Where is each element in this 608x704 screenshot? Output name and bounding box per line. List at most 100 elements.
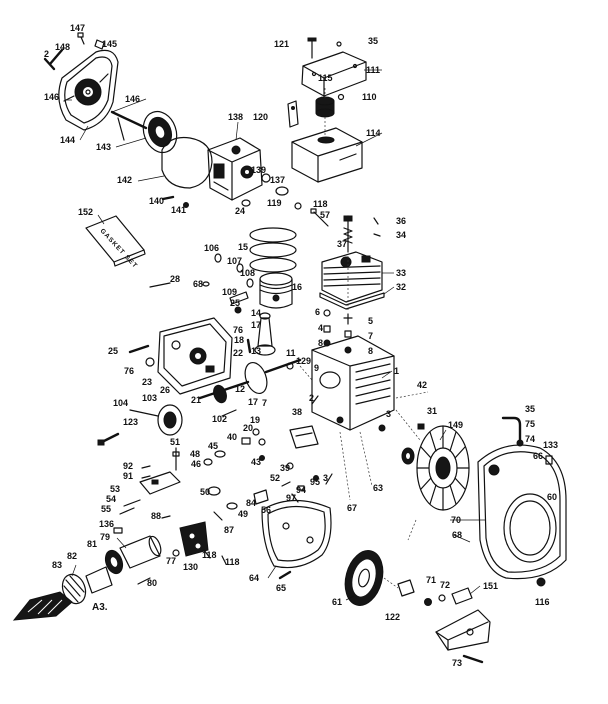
crankcase (311, 335, 395, 431)
callout-110: 110 (362, 92, 377, 102)
callout-147: 147 (70, 23, 85, 33)
callout-75: 75 (525, 419, 535, 429)
callout-50: 50 (200, 487, 210, 497)
fuel-tank-cover (301, 37, 367, 97)
flywheel-key-and-nut (401, 447, 415, 465)
callout-11: 11 (286, 348, 296, 358)
callout-103: 103 (142, 393, 157, 403)
callout-77: 77 (166, 556, 176, 566)
carburetor-small-parts (161, 173, 329, 227)
carburetor-gasket (161, 136, 213, 189)
callout-17: 17 (248, 397, 258, 407)
callout-20: 20 (243, 423, 253, 433)
gasket-set-label: GASKET SET (99, 228, 139, 270)
callout-73: 73 (452, 658, 462, 668)
starter-cup (344, 550, 384, 606)
callout-121: 121 (274, 39, 289, 49)
callout-7: 7 (262, 398, 267, 408)
callout-95: 95 (310, 477, 320, 487)
callout-122: 122 (385, 612, 400, 622)
cover-screw (128, 344, 155, 367)
leader-lines (66, 69, 486, 601)
callout-23: 23 (142, 377, 152, 387)
callout-5: 5 (368, 316, 373, 326)
callout-102: 102 (212, 414, 227, 424)
callout-35: 35 (525, 404, 535, 414)
base-plate (261, 499, 332, 580)
connecting-rod (246, 312, 276, 356)
blower-housing (477, 444, 567, 580)
callout-32: 32 (396, 282, 406, 292)
callout-49: 49 (238, 509, 248, 519)
callout-7: 7 (368, 331, 373, 341)
carburetor (207, 137, 263, 201)
callout-17: 17 (251, 320, 261, 330)
flywheel (416, 425, 470, 511)
callout-97: 97 (286, 493, 296, 503)
callout-37: 37 (337, 239, 347, 249)
callout-129: 129 (296, 356, 311, 366)
crankcase-cover (157, 317, 233, 395)
gasket-set-package: GASKET SET (85, 215, 146, 270)
piston (259, 272, 293, 309)
callout-39: 39 (280, 463, 290, 473)
starter-pulley (142, 110, 178, 154)
callout-104: 104 (113, 398, 128, 408)
callout-137: 137 (270, 175, 285, 185)
callout-12: 12 (235, 384, 245, 394)
callout-84: 84 (246, 498, 256, 508)
callout-115: 115 (318, 73, 333, 83)
callout-142: 142 (117, 175, 132, 185)
callout-118: 118 (313, 199, 328, 209)
callout-141: 141 (171, 205, 186, 215)
callout-76: 76 (233, 325, 243, 335)
callout-25: 25 (108, 346, 118, 356)
callout-87: 87 (224, 525, 234, 535)
callout-151: 151 (483, 581, 498, 591)
callout-65: 65 (276, 583, 286, 593)
callout-146: 146 (125, 94, 140, 104)
callout-143: 143 (96, 142, 111, 152)
callout-24: 24 (235, 206, 245, 216)
callout-2: 2 (44, 49, 49, 59)
callout-130: 130 (183, 562, 198, 572)
fuel-tank-bracket (287, 100, 299, 128)
callout-9: 9 (314, 363, 319, 373)
cam-gear (129, 404, 183, 436)
callout-91: 91 (123, 471, 133, 481)
mounting-screw (97, 432, 120, 446)
fuel-tank (291, 127, 363, 183)
callout-136: 136 (99, 519, 114, 529)
callout-3: 3 (386, 409, 391, 419)
callout-45: 45 (208, 441, 218, 451)
callout-118: 118 (202, 550, 217, 560)
callout-116: 116 (535, 597, 550, 607)
callout-80: 80 (147, 578, 157, 588)
breaker-box (289, 425, 319, 449)
callout-15: 15 (238, 242, 248, 252)
callout-43: 43 (251, 457, 261, 467)
callout-2: 2 (309, 393, 314, 403)
callout-14: 14 (251, 308, 261, 318)
callout-28: 28 (170, 274, 180, 284)
callout-109: 109 (222, 287, 237, 297)
callout-8: 8 (318, 338, 323, 348)
figure-code: A3. (92, 602, 108, 613)
callout-53: 53 (110, 484, 120, 494)
callout-68: 68 (452, 530, 462, 540)
callout-66: 66 (533, 451, 543, 461)
callout-133: 133 (543, 440, 558, 450)
callout-92: 92 (123, 461, 133, 471)
callout-138: 138 (228, 112, 243, 122)
callout-52: 52 (270, 473, 280, 483)
rewind-starter-housing (58, 49, 119, 131)
callout-61: 61 (332, 597, 342, 607)
callout-79: 79 (100, 532, 110, 542)
valve-lifters (323, 309, 353, 354)
callout-148: 148 (55, 42, 70, 52)
callout-144: 144 (60, 135, 75, 145)
callout-56: 56 (261, 505, 271, 515)
governor-link-rod (501, 416, 524, 447)
callout-48: 48 (190, 449, 200, 459)
